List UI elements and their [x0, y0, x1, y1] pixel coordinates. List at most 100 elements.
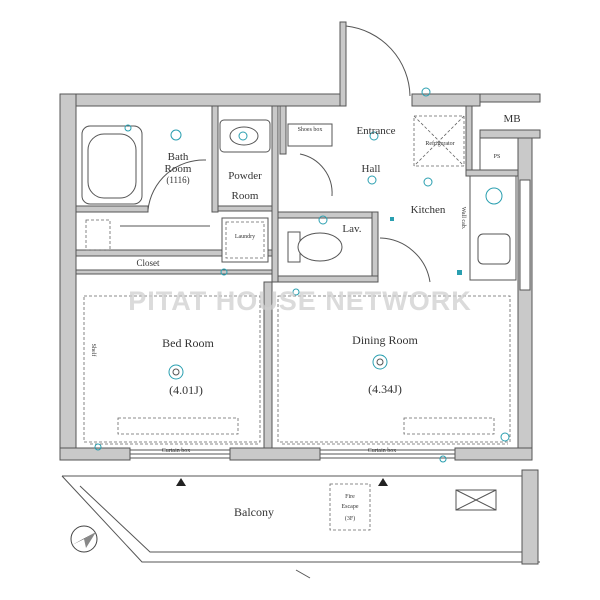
north-arrow [70, 525, 98, 553]
label-bed-room: Bed Room [162, 336, 214, 350]
laundry-pan-inner [225, 221, 265, 259]
kitchen-sink [477, 233, 511, 265]
entrance-door-swing [345, 25, 411, 97]
wall-bath-right [211, 105, 219, 213]
glass-rail-leader [295, 569, 311, 579]
bath-door-swing [147, 159, 207, 211]
vanity-sink [219, 119, 271, 153]
toilet-bowl [297, 232, 343, 262]
label-powder-room-2: Room [232, 190, 259, 202]
room-labels: Bath Room (1116) Powder Room Shoes box E… [90, 113, 521, 522]
outlet-bedroom [94, 443, 102, 451]
label-shoes-box: Shoes box [298, 127, 323, 133]
balcony-side-wall [521, 469, 539, 565]
wall-bottom-c [454, 447, 533, 461]
label-dining-room: Dining Room [352, 333, 418, 347]
wall-refrig-right [465, 105, 473, 171]
north-arrow-pointer [72, 532, 96, 545]
label-balcony: Balcony [234, 505, 274, 519]
light-bath [170, 129, 182, 141]
label-laundry: Laundry [235, 234, 255, 240]
wall-bottom-a [59, 447, 131, 461]
interior-walls [75, 105, 519, 449]
label-refrigerator: Refrigerator [425, 140, 454, 147]
label-fire-escape-2: Escape [342, 504, 359, 510]
label-curtain-box-left: Curtain box [162, 448, 191, 454]
outlet-entrance [421, 87, 431, 97]
label-dining-room-size: (4.34J) [368, 382, 402, 396]
bedroom-shelf [117, 417, 239, 435]
wall-shoesbox [279, 105, 287, 155]
balcony-rail-inner [79, 485, 528, 553]
device-closet [220, 268, 228, 276]
entrance-jamb [339, 21, 347, 107]
light-powder [238, 131, 248, 141]
label-entrance: Entrance [356, 125, 395, 137]
bathtub [81, 125, 143, 205]
light-kitchen [423, 177, 433, 187]
outlet-dining [500, 432, 510, 442]
wall-top-right [411, 93, 481, 107]
device-dining-1 [292, 288, 300, 296]
fixtures [81, 115, 517, 445]
light-bedroom [168, 364, 184, 380]
window-kitchen [519, 179, 531, 291]
device-bath-1 [124, 124, 132, 132]
devices [94, 87, 510, 463]
lav-door-swing [379, 237, 431, 283]
shoes-box [287, 123, 333, 147]
vanity-basin [229, 126, 259, 146]
label-bath-room-size: (1116) [166, 175, 189, 185]
north-arrow-pointer-shade [84, 532, 96, 548]
light-dining [372, 354, 388, 370]
wall-lav-right [371, 211, 379, 283]
fire-escape-hatch [329, 483, 371, 531]
watermark: PITAT HOUSE NETWORK [128, 286, 472, 316]
wall-lav-bottom [277, 275, 379, 283]
wall-powder-right [271, 105, 279, 283]
wall-bed-dining [263, 281, 273, 449]
stove-burner [485, 187, 503, 205]
ps-box [479, 137, 519, 171]
outlet-balcony [439, 455, 447, 463]
wall-closet-front [75, 269, 273, 275]
north-arrow-ring [70, 525, 98, 553]
balcony [61, 469, 540, 579]
drain-marker-left [176, 478, 186, 486]
wall-left [59, 93, 77, 461]
light-hall [367, 175, 377, 185]
wall-closet-bottom [75, 249, 273, 257]
dining-shelf [403, 417, 495, 435]
balcony-rail-outer [61, 475, 540, 563]
hall-door-swing [299, 153, 333, 197]
drain-marker-right [378, 478, 388, 486]
label-fire-escape-1: Fire [345, 494, 355, 500]
wall-lav-top [277, 211, 379, 219]
label-ps: PS [494, 154, 501, 160]
ac-outdoor-unit [455, 489, 497, 511]
ac-outdoor-x2 [455, 489, 497, 511]
storage-unit [85, 219, 111, 251]
label-bath-room-2: Room [165, 163, 192, 175]
bedroom-boundary [83, 295, 261, 443]
label-closet: Closet [136, 258, 160, 268]
label-fire-escape-3: (3F) [345, 515, 355, 522]
laundry-pan [221, 217, 269, 263]
wall-mb-bottom [479, 129, 541, 139]
refrigerator-x2 [413, 115, 465, 167]
label-wall-cabinet: Wall cab. [460, 207, 466, 230]
refrigerator-space [413, 115, 465, 167]
entrance-door [339, 21, 411, 107]
wall-bath-bottom [75, 205, 149, 213]
light-lav [318, 215, 328, 225]
label-mb: MB [503, 113, 520, 125]
wall-kitchen-top [465, 169, 519, 177]
exterior-walls [59, 93, 541, 461]
light-dining-inner [376, 358, 384, 366]
label-powder-room: Powder [228, 170, 262, 182]
bathtub-inner [87, 133, 137, 199]
label-curtain-box-right: Curtain box [368, 448, 397, 454]
label-kitchen: Kitchen [411, 204, 446, 216]
wall-top-left [59, 93, 341, 107]
wall-powder-bottom [217, 205, 273, 212]
